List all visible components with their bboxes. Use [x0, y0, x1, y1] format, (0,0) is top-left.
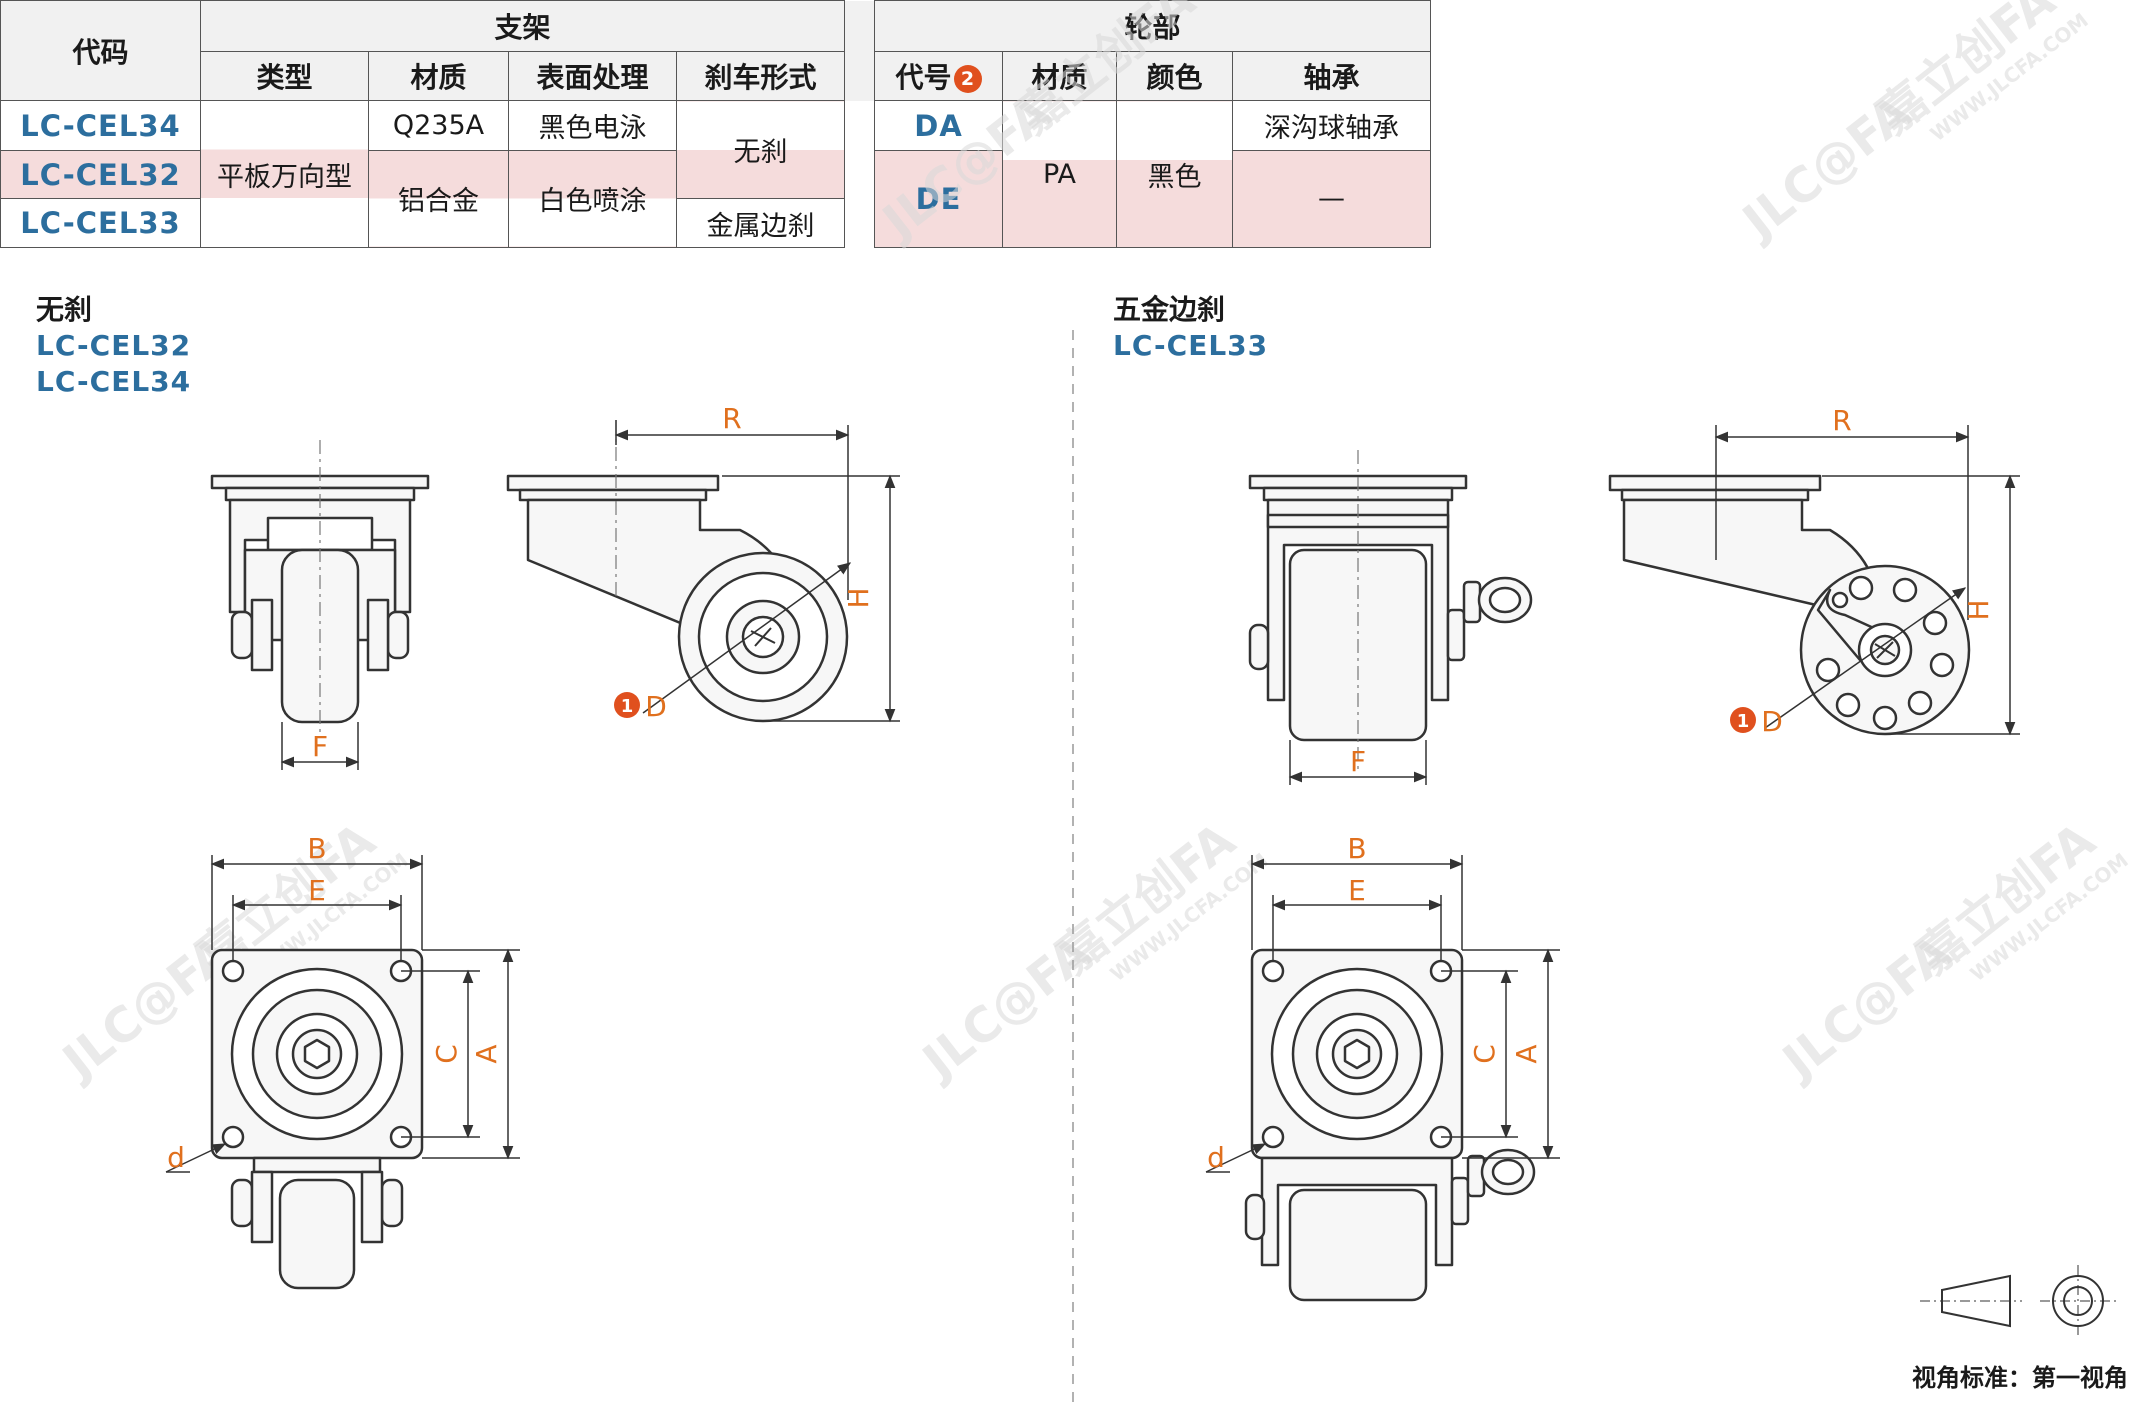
header-wheel-material: 材质 [1002, 50, 1118, 102]
dim-e: E [308, 874, 326, 907]
header-wheel: 轮部 [874, 0, 1432, 52]
left-section-label: 无刹 LC-CEL32 LC-CEL34 [36, 292, 191, 400]
right-section-label: 五金边刹 LC-CEL33 [1113, 292, 1268, 364]
header-code: 代码 [0, 0, 201, 102]
dim-d-diameter: D [1761, 705, 1783, 738]
right-top-view [1244, 948, 1536, 1302]
badge-1-text: 1 [621, 696, 634, 717]
dim-a: A [470, 1044, 503, 1063]
cell-wcode-de: DE [874, 149, 1004, 249]
header-brake: 刹车形式 [675, 50, 846, 102]
cell-wheel-material: PA [1002, 100, 1118, 248]
header-wheel-code-label: 代号 [895, 60, 952, 94]
dim-d-hole: d [1207, 1141, 1225, 1174]
left-section-title: 无刹 [36, 293, 93, 326]
dimension-labels: R H 1 D F B E A C d R H 1 D F B E A C d [167, 402, 1995, 1174]
badge-2-icon: 2 [953, 64, 982, 93]
cell-wcode-da: DA [874, 100, 1004, 151]
badge-1-icon [614, 692, 640, 718]
cell-brake-metal: 金属边刹 [675, 198, 846, 248]
header-bracket: 支架 [199, 0, 846, 52]
view-standard-label: 视角标准：第一视角 [1912, 1364, 2128, 1392]
left-section-code: LC-CEL34 [36, 365, 192, 398]
right-section-title: 五金边刹 [1113, 293, 1226, 326]
row-code: LC-CEL34 [0, 100, 201, 151]
dim-e: E [1348, 874, 1366, 907]
left-side-view [506, 420, 849, 723]
cell-bearing-deep: 深沟球轴承 [1232, 100, 1432, 151]
dim-d-hole: d [167, 1141, 185, 1174]
right-side-view [1608, 474, 1971, 736]
badge-1-text: 1 [1737, 711, 1750, 732]
cell-surface-white: 白色喷涂 [508, 149, 677, 249]
left-front-view [210, 440, 430, 735]
left-section-code: LC-CEL32 [36, 329, 192, 362]
dim-h: H [1962, 599, 1995, 620]
dim-d-diameter: D [645, 690, 667, 723]
row-code: LC-CEL33 [0, 198, 201, 248]
dim-b: B [307, 832, 326, 865]
dim-c: C [1468, 1044, 1501, 1064]
first-angle-projection-icon [1920, 1265, 2116, 1337]
header-color: 颜色 [1116, 50, 1234, 102]
dim-c: C [430, 1044, 463, 1064]
table-gap [844, 0, 876, 101]
dim-f: F [312, 730, 328, 763]
row-code: LC-CEL32 [0, 149, 201, 200]
left-top-view [210, 948, 424, 1290]
dim-r: R [722, 402, 741, 435]
right-front-view [1248, 450, 1533, 770]
dim-h: H [842, 587, 875, 608]
dim-f: F [1350, 745, 1366, 778]
cell-bearing-none: — [1232, 149, 1432, 249]
cell-type: 平板万向型 [200, 100, 369, 248]
cell-surface-black: 黑色电泳 [508, 100, 677, 151]
watermark-cn: 嘉立创FA [1007, 0, 1206, 145]
header-bearing: 轴承 [1232, 50, 1432, 102]
dim-a: A [1510, 1044, 1543, 1063]
header-type: 类型 [200, 50, 369, 102]
cell-brake-none: 无刹 [675, 100, 846, 200]
header-material: 材质 [368, 50, 509, 102]
dim-r: R [1832, 404, 1851, 437]
cell-material-al: 铝合金 [368, 149, 509, 249]
cell-wheel-color: 黑色 [1116, 100, 1234, 248]
dim-b: B [1347, 832, 1366, 865]
badge-1-icon [1730, 707, 1756, 733]
right-section-code: LC-CEL33 [1113, 329, 1269, 362]
header-surface: 表面处理 [508, 50, 677, 102]
